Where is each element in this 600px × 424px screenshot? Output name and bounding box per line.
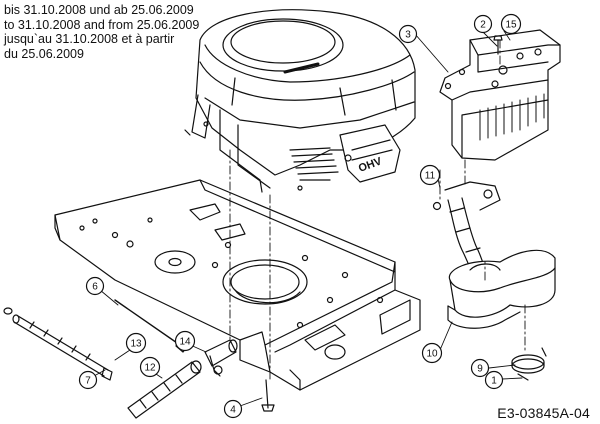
engine [184,9,416,193]
svg-text:1: 1 [491,376,497,387]
svg-text:2: 2 [480,20,486,31]
bushing [204,339,238,377]
callout-11: 11 [419,164,441,186]
spacer-tube [127,360,202,419]
validity-note-line: jusqu`au 31.10.2008 et à partir [4,32,175,46]
callouts: 3 2 15 11 6 13 14 12 7 4 10 9 1 [78,13,522,419]
validity-note-line: du 25.06.2009 [4,46,84,61]
svg-text:11: 11 [425,171,436,182]
callout-2: 2 [473,14,493,34]
callout-3: 4 [223,399,243,419]
callout-12: 12 [139,356,161,378]
exhaust-clamp [511,347,547,381]
validity-note-line: to 31.10.2008 and from 25.06.2009 [4,17,200,32]
screw [493,35,503,55]
svg-text:13: 13 [130,339,142,350]
svg-text:3: 3 [405,30,411,41]
svg-text:12: 12 [144,363,156,374]
axle-rod [12,314,113,381]
heat-shield [439,29,561,161]
callout-1: 1 [484,370,504,390]
callout-14: 14 [174,330,196,352]
svg-text:4: 4 [230,405,236,416]
callout-6: 6 [85,276,105,296]
chassis-frame [54,179,421,391]
svg-text:6: 6 [92,282,98,293]
figure-id: E3-03845A-04 [497,405,590,421]
callout-4: 3 [398,24,418,44]
svg-text:14: 14 [179,337,191,348]
svg-text:10: 10 [426,349,438,360]
bolt [261,379,275,412]
callout-15: 15 [500,13,522,35]
callout-10: 10 [421,342,443,364]
svg-text:7: 7 [85,376,91,387]
callout-13: 13 [125,332,147,354]
callout-9: 9 [470,358,490,378]
validity-note-line: bis 31.10.2008 und ab 25.06.2009 [4,3,194,17]
svg-text:9: 9 [477,364,483,375]
svg-text:15: 15 [505,20,517,31]
callout-7: 7 [78,370,98,390]
washer [3,307,13,315]
muffler [447,249,556,329]
